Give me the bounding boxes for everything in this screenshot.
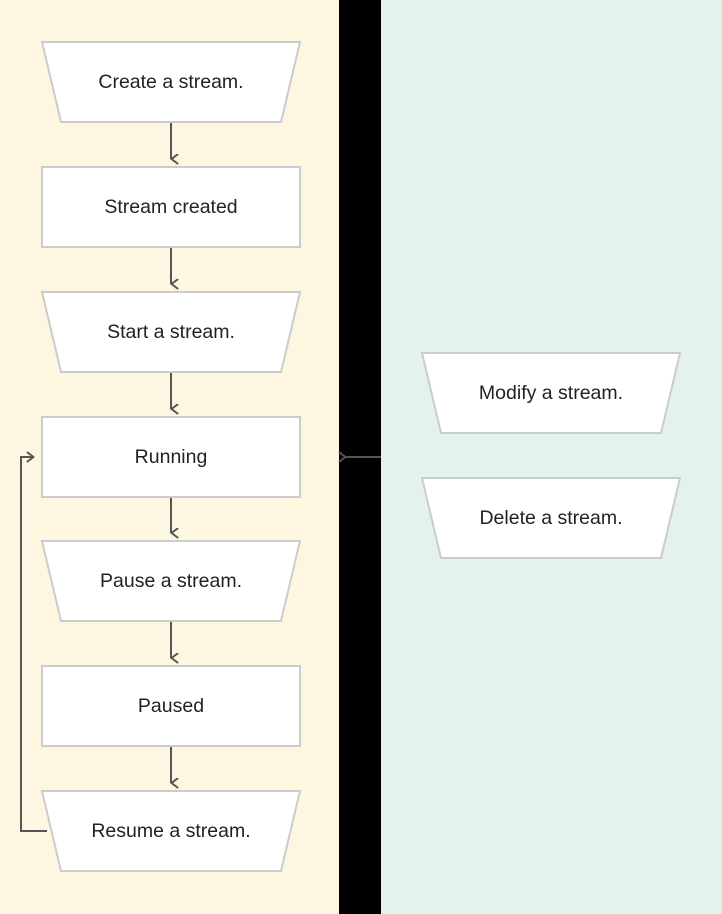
node-pause-a-stream[interactable] [40, 540, 302, 622]
node-paused[interactable] [41, 665, 301, 747]
operations-panel [381, 0, 722, 914]
node-create-a-stream[interactable] [40, 41, 302, 123]
node-delete-a-stream[interactable] [420, 477, 682, 559]
node-resume-a-stream[interactable] [40, 790, 302, 872]
node-running[interactable] [41, 416, 301, 498]
edge-resume-to-running-loop [20, 451, 47, 832]
node-stream-created[interactable] [41, 166, 301, 248]
node-start-a-stream[interactable] [40, 291, 302, 373]
node-modify-a-stream[interactable] [420, 352, 682, 434]
